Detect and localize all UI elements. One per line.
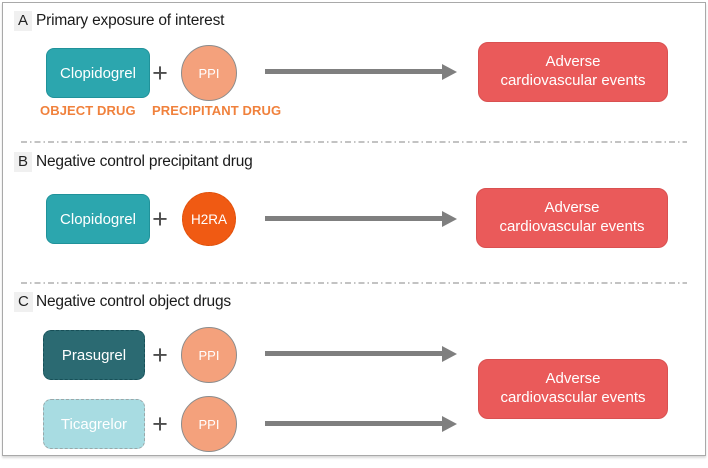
precipitant-drug-circle-h2ra: H2RA xyxy=(182,192,236,246)
panel-title-a: Primary exposure of interest xyxy=(36,12,225,29)
precipitant-drug-circle-ppi-a: PPI xyxy=(181,45,237,101)
outcome-box-b: Adverse cardiovascular events xyxy=(476,188,668,248)
object-drug-box-prasugrel: Prasugrel xyxy=(43,330,145,380)
plus-icon: + xyxy=(152,409,168,439)
panel-label-b: B xyxy=(14,152,33,172)
object-drug-box-clopidogrel-b: Clopidogrel xyxy=(46,194,150,244)
panel-title-b: Negative control precipitant drug xyxy=(36,153,253,170)
flow-arrow-icon xyxy=(265,63,457,80)
panel-divider xyxy=(21,141,687,143)
panel-label-c: C xyxy=(14,292,33,312)
figure-frame: A Primary exposure of interest Clopidogr… xyxy=(2,2,706,456)
flow-arrow-icon xyxy=(265,345,457,362)
precipitant-drug-circle-ppi-c1: PPI xyxy=(181,327,237,383)
flow-arrow-icon xyxy=(265,415,457,432)
object-drug-box-clopidogrel-a: Clopidogrel xyxy=(46,48,150,98)
panel-label-a: A xyxy=(14,11,33,31)
precipitant-drug-circle-ppi-c2: PPI xyxy=(181,396,237,452)
plus-icon: + xyxy=(152,340,168,370)
object-drug-box-ticagrelor: Ticagrelor xyxy=(43,399,145,449)
panel-title-c: Negative control object drugs xyxy=(36,293,231,310)
precipitant-drug-role-label: PRECIPITANT DRUG xyxy=(152,103,282,118)
panel-divider xyxy=(21,282,687,284)
outcome-box-a: Adverse cardiovascular events xyxy=(478,42,668,102)
plus-icon: + xyxy=(152,204,168,234)
plus-icon: + xyxy=(152,58,168,88)
flow-arrow-icon xyxy=(265,210,457,227)
object-drug-role-label: OBJECT DRUG xyxy=(40,103,136,118)
outcome-box-c: Adverse cardiovascular events xyxy=(478,359,668,419)
